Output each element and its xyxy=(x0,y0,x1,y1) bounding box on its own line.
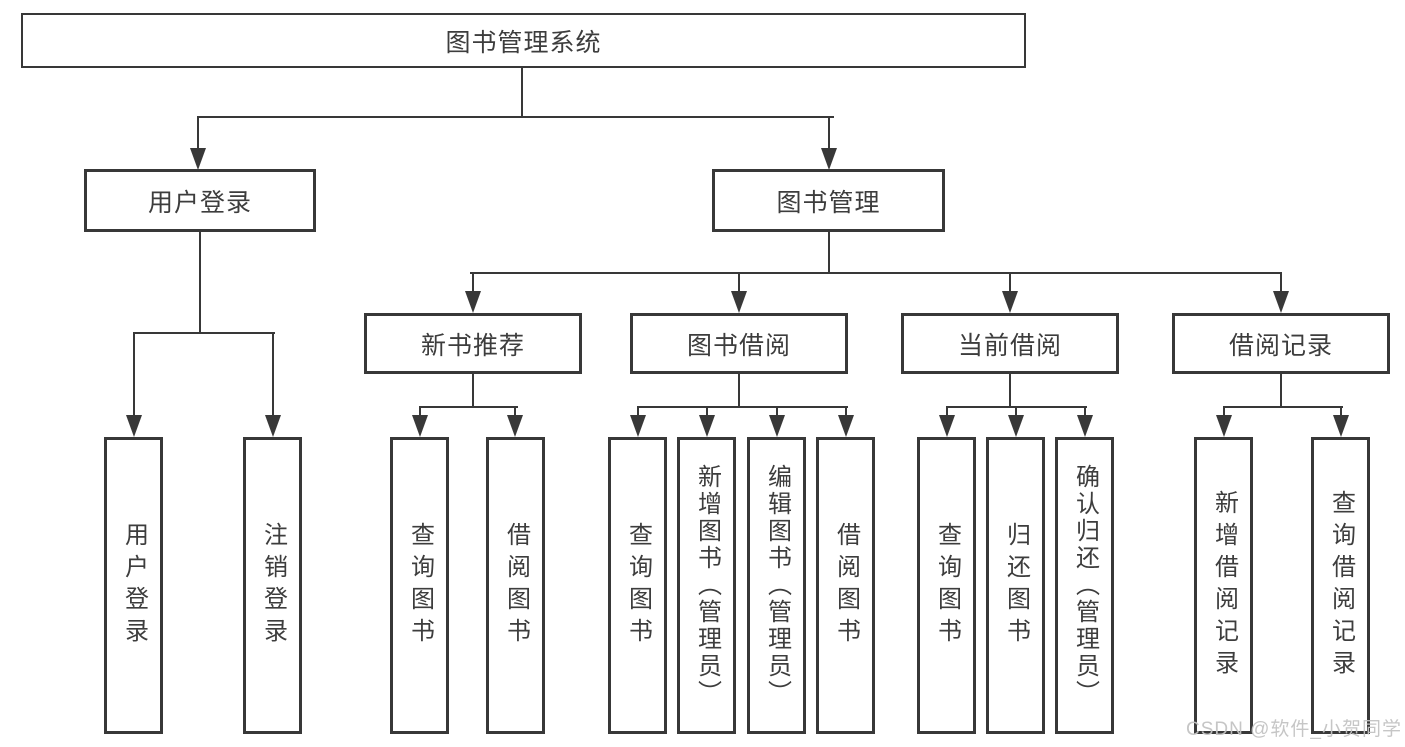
connector-line xyxy=(472,374,474,408)
connector-line xyxy=(419,406,421,418)
arrowhead-down-icon xyxy=(1216,415,1232,437)
node-current-borrow: 当前借阅 xyxy=(901,313,1119,374)
connector-line xyxy=(197,116,834,118)
arrowhead-down-icon xyxy=(1008,415,1024,437)
arrowhead-down-icon xyxy=(190,148,206,170)
leaf-records-add-record-label: 新增借阅记录 xyxy=(1210,489,1238,682)
arrowhead-down-icon xyxy=(838,415,854,437)
arrowhead-down-icon xyxy=(507,415,523,437)
leaf-recommend-borrow-book-label: 借阅图书 xyxy=(502,521,530,650)
connector-line xyxy=(133,332,135,417)
leaf-recommend-search-book-label: 查询图书 xyxy=(406,521,434,650)
connector-line xyxy=(845,406,847,418)
connector-line xyxy=(1280,374,1282,408)
connector-line xyxy=(637,406,848,408)
connector-line xyxy=(199,232,201,334)
leaf-borrow-borrow-book: 借阅图书 xyxy=(816,437,875,734)
node-user-login: 用户登录 xyxy=(84,169,316,232)
node-borrow-records-label: 借阅记录 xyxy=(1228,331,1333,360)
connector-line xyxy=(1009,272,1011,294)
connector-line xyxy=(738,374,740,408)
leaf-borrow-add-book: 新增图书（管理员） xyxy=(677,437,736,734)
leaf-logout: 注销登录 xyxy=(243,437,302,734)
connector-line xyxy=(1084,406,1086,418)
connector-line xyxy=(706,406,708,418)
node-current-borrow-label: 当前借阅 xyxy=(957,331,1062,360)
connector-line xyxy=(1223,406,1343,408)
arrowhead-down-icon xyxy=(699,415,715,437)
leaf-logout-label: 注销登录 xyxy=(259,521,287,650)
arrowhead-down-icon xyxy=(1077,415,1093,437)
connector-line xyxy=(133,332,275,334)
connector-line xyxy=(514,406,516,418)
leaf-recommend-borrow-book: 借阅图书 xyxy=(486,437,545,734)
arrowhead-down-icon xyxy=(465,291,481,313)
arrowhead-down-icon xyxy=(1333,415,1349,437)
leaf-records-add-record: 新增借阅记录 xyxy=(1194,437,1253,734)
connector-line xyxy=(776,406,778,418)
leaf-borrow-edit-book-label: 编辑图书（管理员） xyxy=(763,464,791,707)
connector-line xyxy=(1015,406,1017,418)
connector-line xyxy=(828,116,830,150)
leaf-recommend-search-book: 查询图书 xyxy=(390,437,449,734)
node-new-book-recommend-label: 新书推荐 xyxy=(420,331,525,360)
connector-line xyxy=(1340,406,1342,418)
leaf-records-search-record: 查询借阅记录 xyxy=(1311,437,1370,734)
leaf-borrow-edit-book: 编辑图书（管理员） xyxy=(747,437,806,734)
arrowhead-down-icon xyxy=(630,415,646,437)
leaf-records-search-record-label: 查询借阅记录 xyxy=(1327,489,1355,682)
node-borrow-records: 借阅记录 xyxy=(1172,313,1390,374)
connector-line xyxy=(828,232,830,274)
leaf-current-confirm-return: 确认归还（管理员） xyxy=(1055,437,1114,734)
leaf-user-login: 用户登录 xyxy=(104,437,163,734)
connector-line xyxy=(197,116,199,150)
node-book-borrow: 图书借阅 xyxy=(630,313,848,374)
leaf-current-confirm-return-label: 确认归还（管理员） xyxy=(1071,464,1099,707)
arrowhead-down-icon xyxy=(731,291,747,313)
leaf-current-return-book: 归还图书 xyxy=(986,437,1045,734)
arrowhead-down-icon xyxy=(769,415,785,437)
connector-line xyxy=(272,332,274,417)
connector-line xyxy=(1223,406,1225,418)
connector-line xyxy=(738,272,740,294)
connector-line xyxy=(637,406,639,418)
node-user-login-label: 用户登录 xyxy=(147,188,252,217)
leaf-user-login-label: 用户登录 xyxy=(120,521,148,650)
leaf-borrow-borrow-book-label: 借阅图书 xyxy=(832,521,860,650)
node-root-label: 图书管理系统 xyxy=(445,28,602,57)
connector-line xyxy=(1280,272,1282,294)
connector-line xyxy=(946,406,948,418)
connector-line xyxy=(470,272,1282,274)
leaf-borrow-search-book: 查询图书 xyxy=(608,437,667,734)
arrowhead-down-icon xyxy=(265,415,281,437)
leaf-borrow-search-book-label: 查询图书 xyxy=(624,521,652,650)
connector-line xyxy=(472,272,474,294)
csdn-watermark: CSDN @软件_小贺同学 xyxy=(1186,719,1402,740)
connector-line xyxy=(419,406,518,408)
arrowhead-down-icon xyxy=(126,415,142,437)
arrowhead-down-icon xyxy=(1002,291,1018,313)
arrowhead-down-icon xyxy=(412,415,428,437)
node-new-book-recommend: 新书推荐 xyxy=(364,313,582,374)
arrowhead-down-icon xyxy=(1273,291,1289,313)
leaf-borrow-add-book-label: 新增图书（管理员） xyxy=(693,464,721,707)
node-root: 图书管理系统 xyxy=(21,13,1026,68)
leaf-current-search-book: 查询图书 xyxy=(917,437,976,734)
node-book-management-label: 图书管理 xyxy=(776,188,881,217)
node-book-management: 图书管理 xyxy=(712,169,945,232)
arrowhead-down-icon xyxy=(821,148,837,170)
connector-line xyxy=(521,68,523,118)
leaf-current-search-book-label: 查询图书 xyxy=(933,521,961,650)
node-book-borrow-label: 图书借阅 xyxy=(686,331,791,360)
leaf-current-return-book-label: 归还图书 xyxy=(1002,521,1030,650)
arrowhead-down-icon xyxy=(939,415,955,437)
connector-line xyxy=(1009,374,1011,408)
